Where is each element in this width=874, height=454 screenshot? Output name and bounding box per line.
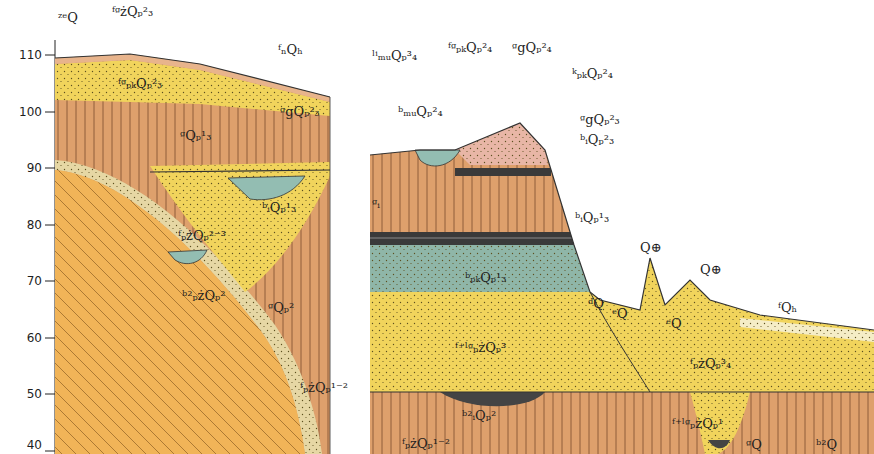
unit-symbol: ᶠᵍₚₖQₚ²₃ <box>118 76 162 92</box>
unit-symbol: ᶠ⁺ˡᵍₚżQₚ¹ <box>672 416 723 432</box>
axis-value: 110 <box>8 47 42 63</box>
unit-symbol: ᶠₚżQₚ¹⁻² <box>300 380 348 396</box>
axis-value: 90 <box>8 160 42 176</box>
left-profile <box>55 54 330 454</box>
right-profile <box>370 123 874 454</box>
unit-symbol: ᵍQₚ¹₃ <box>180 128 211 144</box>
unit-symbol: ᵍgQₚ²₃ <box>280 104 320 120</box>
unit-symbol: ᵇᵢQₚ¹₃ <box>575 210 609 226</box>
unit-symbol: ᶠₚżQₚ³₄ <box>690 356 731 372</box>
unit-symbol: ᵉQ <box>612 306 628 322</box>
unit-symbol: ᵇ²ᵢQₚ² <box>462 408 496 424</box>
axis-value: 100 <box>8 104 42 120</box>
unit-symbol: ᶠₚżQₚ¹⁻² <box>402 436 450 452</box>
height-axis <box>45 40 55 454</box>
unit-symbol: ᵏₚₖQₚ²₄ <box>572 66 613 82</box>
unit-symbol: ᶠₙQₕ <box>278 42 303 58</box>
unit-symbol: ˡⁱₘᵤQₚ³₄ <box>372 48 417 64</box>
unit-symbol: ᵇₚₖQₚ¹₃ <box>465 270 506 286</box>
unit-symbol: ᵉQ <box>666 316 682 332</box>
unit-symbol: ᵇ²Q <box>816 437 837 453</box>
unit-symbol: ᵍgQₚ²₄ <box>512 40 552 56</box>
axis-value: 80 <box>8 217 42 233</box>
axis-value: 50 <box>8 386 42 402</box>
unit-symbol: ᵍgQₚ²₃ <box>580 112 620 128</box>
unit-symbol: ᵈQ <box>588 296 604 312</box>
axis-value: 60 <box>8 330 42 346</box>
unit-symbol: ᵇᵢQₚ¹₃ <box>262 200 296 216</box>
unit-symbol: ᶠᵍₚₖQₚ²₄ <box>448 40 492 56</box>
unit-symbol: Q⊕ <box>640 240 662 256</box>
unit-symbol: ᶠᵍżQₚ²₃ <box>112 4 153 20</box>
unit-symbol: ᵇᵢQₚ²₃ <box>580 132 614 148</box>
unit-symbol: ᶠₚżQₚ²⁻³ <box>178 228 226 244</box>
unit-symbol: ᵇ²ₚżQₚ² <box>182 288 226 304</box>
unit-symbol: ᶠQₕ <box>778 300 797 316</box>
unit-symbol: ᵇₘᵤQₚ²₄ <box>398 104 443 120</box>
unit-symbol: Q⊕ <box>700 262 722 278</box>
axis-value: 40 <box>8 437 42 453</box>
unit-symbol: ᵍQₚ² <box>268 300 294 316</box>
axis-value: 70 <box>8 273 42 289</box>
unit-symbol: ᵍQ <box>746 437 762 453</box>
unit-symbol: ᶻᵉQ <box>58 10 78 26</box>
unit-symbol: ᶠ⁺ˡᵍₚżQₚ³ <box>455 340 506 356</box>
unit-symbol: ᵍᵢ <box>372 196 380 212</box>
